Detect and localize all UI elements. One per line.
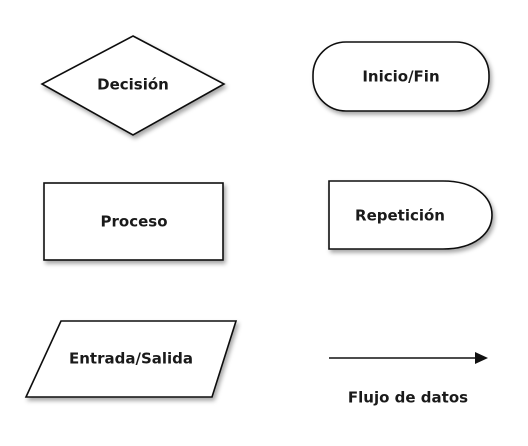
io-symbol: Entrada/Salida [24,320,238,398]
loop-shape [328,180,493,250]
io-parallelogram-shape [24,320,238,398]
terminator-label: Inicio/Fin [362,68,439,86]
terminator-rounded-shape [312,41,490,112]
decision-diamond-shape [40,35,226,136]
flow-symbol: Flujo de datos [329,352,488,407]
flow-label: Flujo de datos [348,389,468,407]
decision-symbol: Decisión [40,35,226,136]
terminator-symbol: Inicio/Fin [312,41,490,112]
process-rectangle-shape [43,182,224,261]
decision-label: Decisión [97,76,169,94]
io-label: Entrada/Salida [69,350,193,368]
loop-label: Repetición [355,207,445,225]
loop-symbol: Repetición [328,180,493,250]
process-symbol: Proceso [43,182,224,261]
flow-arrow-head-icon [475,352,488,364]
process-label: Proceso [101,213,168,231]
